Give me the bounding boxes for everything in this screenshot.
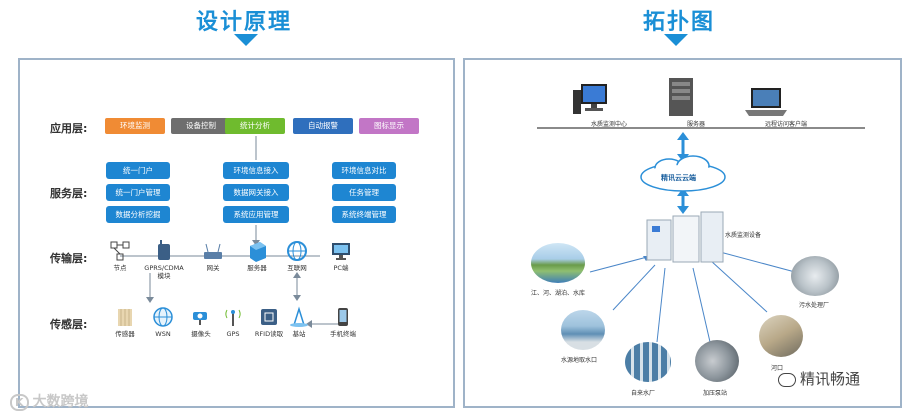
site-photo-pump-station: [695, 340, 739, 382]
sensing-rfid: RFID读取: [246, 306, 292, 338]
modem-icon: [153, 240, 175, 262]
layer-label-sensing: 传感层:: [50, 318, 88, 331]
service-env-compare: 环境信息对比: [332, 162, 396, 179]
sensing-sensor: 传感器: [102, 306, 148, 338]
monitor-center-pc: [571, 82, 615, 123]
desktop-pc-icon: [573, 84, 607, 114]
design-principle-panel: 应用层: 服务层: 传输层: 传感层: 环境监测 设备控制 统计分析 自动报警 …: [18, 58, 455, 408]
transport-pc: PC端: [318, 240, 364, 272]
service-terminal-mgmt: 系统终端管理: [332, 206, 396, 223]
cloud-label: 精讯云云端: [661, 174, 696, 182]
remote-client-label: 远程访问客户端: [765, 121, 808, 128]
sensor-icon: [114, 306, 136, 328]
water-monitoring-station: [645, 210, 725, 271]
layer-label-app: 应用层:: [50, 122, 88, 135]
service-task-mgmt: 任务管理: [332, 184, 396, 201]
transport-gprs-module: GPRS/CDMA 模块: [138, 240, 190, 280]
site-photo-river: [531, 243, 585, 283]
server-icon: [246, 240, 268, 262]
site-label-estuary: 河口: [771, 365, 784, 372]
sensing-wsn: WSN: [140, 306, 186, 338]
topology-panel: 水质监测中心 服务器 远程访问客户端 精讯云云端 水质监测设备 江、河、湖泊、水…: [463, 58, 902, 408]
app-box-chart-display: 图标显示: [359, 118, 419, 134]
transport-node-label: 节点: [113, 264, 127, 272]
transport-internet-label: 互联网: [287, 264, 307, 272]
left-title-arrow: [234, 34, 258, 46]
router-icon: [202, 240, 224, 262]
sensing-rfid-label: RFID读取: [254, 330, 284, 338]
service-gateway-access: 数据网关接入: [223, 184, 289, 201]
transport-server: 服务器: [234, 240, 280, 272]
sensing-base-station-label: 基站: [292, 330, 306, 338]
site-label-sewage-plant: 污水处理厂: [799, 302, 830, 309]
transport-server-label: 服务器: [247, 264, 267, 272]
monitor-center-label: 水质监测中心: [591, 121, 628, 128]
transport-pc-label: PC端: [333, 264, 349, 272]
site-photo-estuary: [759, 315, 803, 357]
site-label-pump-station: 加压泵站: [703, 390, 728, 397]
service-portal-mgmt: 统一门户管理: [106, 184, 170, 201]
transport-gateway: 网关: [190, 240, 236, 272]
rfid-reader-icon: [258, 306, 280, 328]
watermark-left-glyph: K: [10, 394, 29, 411]
sensing-phone-label: 手机终端: [330, 330, 356, 338]
cabinet-icon: [646, 211, 724, 263]
transport-node: 节点: [97, 240, 143, 272]
transport-gprs-label: GPRS/CDMA 模块: [144, 264, 184, 280]
service-env-access: 环境信息接入: [223, 162, 289, 179]
app-box-auto-alarm: 自动报警: [293, 118, 353, 134]
gps-antenna-icon: [222, 306, 244, 328]
remote-laptop: [743, 86, 789, 123]
app-box-device-control: 设备控制: [171, 118, 231, 134]
right-title-arrow: [664, 34, 688, 46]
sensing-camera-label: 摄像头: [191, 330, 211, 338]
phone-icon: [332, 306, 354, 328]
app-box-env-monitor: 环境监测: [105, 118, 165, 134]
site-label-intake: 水源地取水口: [561, 357, 598, 364]
wsn-globe-icon: [152, 306, 174, 328]
camera-icon: [190, 306, 212, 328]
sensing-wsn-label: WSN: [155, 330, 171, 338]
sensing-base-station: 基站: [276, 306, 322, 338]
sensing-gps-label: GPS: [226, 330, 240, 338]
sensing-sensor-label: 传感器: [115, 330, 135, 338]
wechat-icon: [778, 372, 796, 387]
server-tower-icon: [669, 78, 693, 116]
site-label-waterworks: 自来水厂: [631, 390, 656, 397]
site-photo-intake: [561, 310, 605, 350]
watermark-right-text: 精讯畅通: [800, 370, 861, 388]
sensing-gps: GPS: [210, 306, 256, 338]
sensing-phone: 手机终端: [320, 306, 366, 338]
sensing-camera: 摄像头: [178, 306, 224, 338]
node-icon: [109, 240, 131, 262]
service-app-mgmt: 系统应用管理: [223, 206, 289, 223]
service-portal: 统一门户: [106, 162, 170, 179]
server-rack: [665, 76, 697, 123]
app-box-stat-analysis: 统计分析: [225, 118, 285, 134]
right-section-title: 拓扑图: [643, 10, 716, 35]
laptop-icon: [745, 88, 787, 116]
site-photo-sewage-plant: [791, 256, 839, 296]
layer-label-transport: 传输层:: [50, 252, 88, 265]
globe-icon: [286, 240, 308, 262]
left-section-title: 设计原理: [196, 10, 293, 35]
monitor-icon: [330, 240, 352, 262]
transport-gateway-label: 网关: [206, 264, 220, 272]
station-label: 水质监测设备: [725, 232, 762, 239]
site-label-river: 江、河、湖泊、水库: [531, 290, 586, 297]
watermark-left-text: 大数跨境: [32, 394, 89, 410]
server-label: 服务器: [687, 121, 706, 128]
watermark-right-logo: 精讯畅通: [778, 368, 860, 389]
transport-internet: 互联网: [274, 240, 320, 272]
base-station-icon: [288, 306, 310, 328]
layer-label-service: 服务层:: [50, 187, 88, 200]
service-data-mining: 数据分析挖掘: [106, 206, 170, 223]
left-connectors: [120, 136, 338, 328]
site-photo-waterworks: [625, 342, 671, 382]
